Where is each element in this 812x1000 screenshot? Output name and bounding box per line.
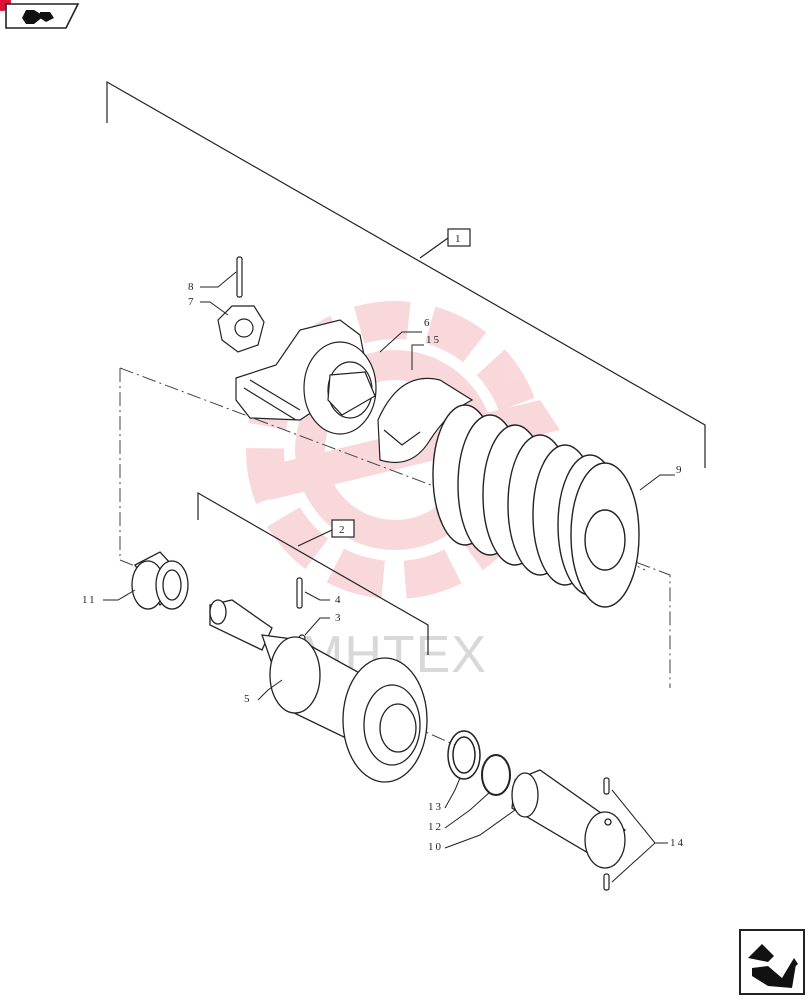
- assembly-bracket-1: [106, 80, 706, 468]
- part-10-piston: [511, 769, 626, 869]
- callout-12: 12: [428, 821, 443, 833]
- callout-10: 10: [428, 841, 443, 853]
- next-page-icon: [748, 944, 798, 988]
- callout-8: 8: [188, 281, 196, 293]
- part-14-pins: [603, 777, 610, 891]
- part-11-bushing: [131, 551, 189, 610]
- bottom-nav-button[interactable]: [738, 928, 806, 996]
- callout-5: 5: [244, 693, 252, 705]
- part-12-o-ring: [481, 754, 511, 796]
- callout-13: 13: [428, 801, 443, 813]
- previous-page-icon: [22, 10, 54, 24]
- callout-3: 3: [335, 612, 343, 624]
- top-nav-button[interactable]: [0, 0, 80, 32]
- part-5-cylinder-rod: [209, 599, 428, 783]
- part-8-pin: [236, 256, 243, 298]
- part-15-spacer-plate: [377, 377, 474, 464]
- callout-15: 15: [426, 334, 441, 346]
- callout-14: 14: [670, 837, 685, 849]
- callout-4: 4: [335, 594, 343, 606]
- part-7-nut: [217, 305, 265, 353]
- callout-7: 7: [188, 296, 196, 308]
- part-4-pin: [296, 577, 303, 609]
- part-13-backup-ring: [447, 730, 481, 780]
- assembly-bracket-2: [197, 491, 429, 655]
- callout-9: 9: [676, 464, 684, 476]
- part-6-yoke: [235, 319, 377, 435]
- part-9-recoil-spring: [432, 404, 640, 608]
- callout-11: 11: [82, 594, 97, 606]
- callout-6: 6: [424, 317, 432, 329]
- callout-1: 1: [455, 233, 463, 245]
- callout-2: 2: [339, 524, 347, 536]
